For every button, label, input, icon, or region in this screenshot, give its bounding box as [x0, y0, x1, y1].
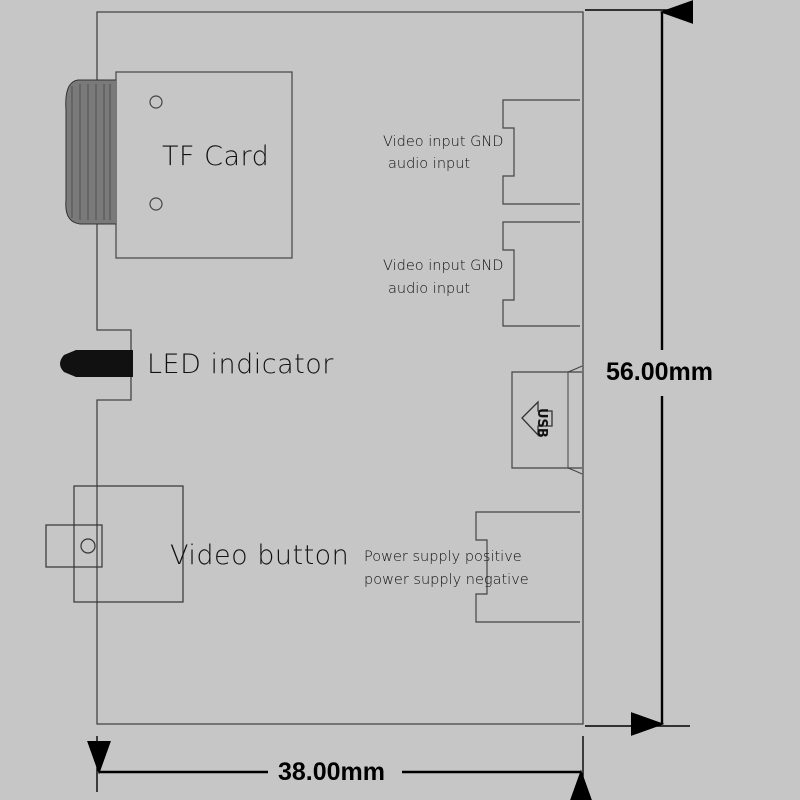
video-audio-connector-1	[502, 99, 580, 205]
port1-line2-label: audio input	[388, 156, 471, 172]
port2-line2-label: audio input	[388, 281, 471, 297]
power-connector	[475, 511, 580, 623]
height-dimension	[585, 0, 694, 736]
led-indicator-component	[60, 350, 133, 377]
width-dimension-label: 38.00mm	[278, 758, 386, 786]
usb-port	[511, 365, 583, 475]
tf-card-label: TF Card	[162, 141, 270, 172]
board-outline	[96, 11, 584, 725]
video-button-label: Video button	[170, 540, 350, 571]
power-negative-label: power supply negative	[364, 572, 529, 588]
usb-label: USB	[534, 408, 549, 438]
video-audio-connector-2	[502, 221, 580, 327]
led-indicator-label: LED indicator	[147, 349, 334, 380]
height-dimension-label: 56.00mm	[606, 358, 714, 386]
port2-line1-label: Video input GND	[383, 258, 504, 274]
tf-card-slot	[65, 71, 293, 259]
video-button-component	[45, 485, 184, 603]
port1-line1-label: Video input GND	[383, 134, 504, 150]
power-positive-label: Power supply positive	[364, 549, 522, 565]
width-dimension	[87, 736, 593, 800]
